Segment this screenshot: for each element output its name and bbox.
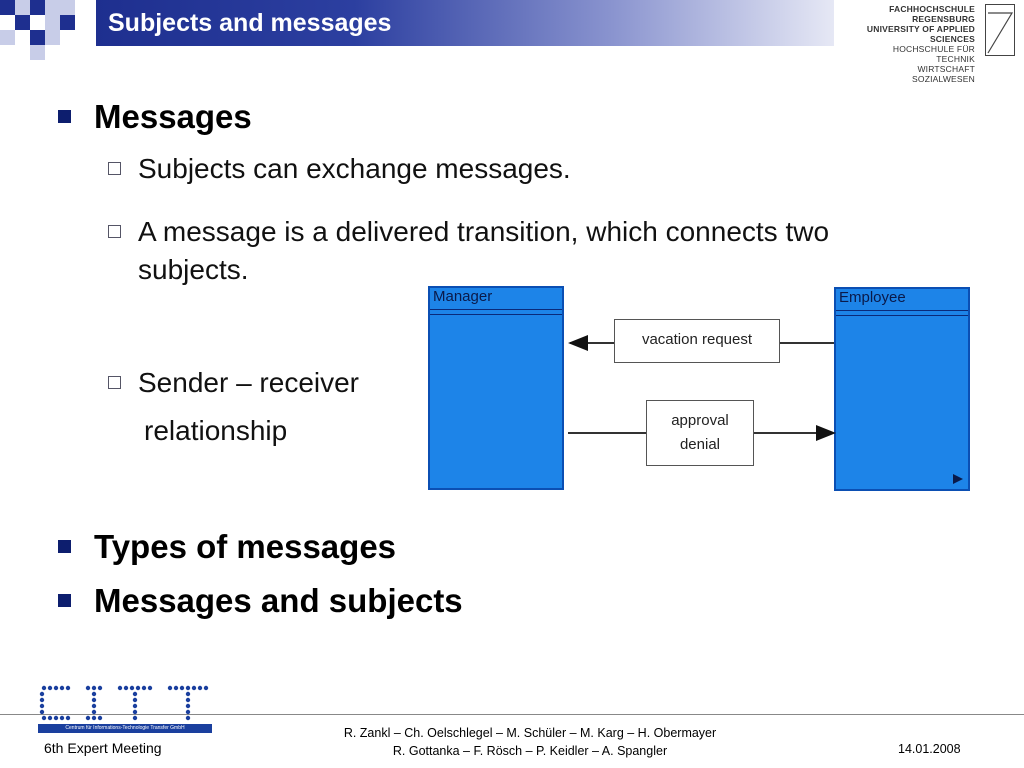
bullet-square-icon	[58, 540, 71, 553]
bullet-messages: Messages	[58, 98, 252, 136]
bullet-box-icon	[108, 162, 121, 175]
bullet-messages-and-subjects: Messages and subjects	[58, 582, 463, 620]
arrow-line	[754, 432, 816, 434]
subject-manager: Manager	[428, 286, 564, 490]
university-logo-emblem	[985, 4, 1015, 56]
footer-authors: R. Zankl – Ch. Oelschlegel – M. Schüler …	[343, 726, 717, 758]
arrow-line	[568, 432, 646, 434]
university-logo: FACHHOCHSCHULE REGENSBURG UNIVERSITY OF …	[830, 2, 1015, 84]
bullet-box-icon	[108, 225, 121, 238]
arrow-right-icon	[816, 425, 836, 441]
university-logo-text: FACHHOCHSCHULE REGENSBURG UNIVERSITY OF …	[866, 4, 975, 84]
play-triangle-icon	[953, 474, 963, 484]
footer-date: 14.01.2008	[898, 742, 961, 756]
sub-bullet-transition: A message is a delivered transition, whi…	[108, 213, 968, 289]
arrow-line	[780, 342, 834, 344]
citt-logo-caption: Centrum für Informations-Technologie Tra…	[38, 724, 212, 733]
header-squares-decoration	[0, 0, 75, 60]
arrow-left-icon	[568, 335, 588, 351]
slide-title: Subjects and messages	[108, 9, 392, 37]
footer-divider	[0, 714, 1024, 715]
message-diagram: Manager Employee vacation request approv…	[420, 280, 980, 500]
footer-meeting: 6th Expert Meeting	[44, 740, 162, 756]
bullet-square-icon	[58, 110, 71, 123]
sub-bullet-sender-receiver: Sender – receiver relationship	[108, 364, 359, 450]
bullet-box-icon	[108, 376, 121, 389]
bullet-square-icon	[58, 594, 71, 607]
citt-logo	[39, 685, 209, 721]
sub-bullet-exchange: Subjects can exchange messages.	[108, 150, 571, 188]
bullet-types-of-messages: Types of messages	[58, 528, 396, 566]
subject-employee: Employee	[834, 287, 970, 491]
arrow-line	[570, 342, 614, 344]
message-vacation-request: vacation request	[614, 319, 780, 363]
message-approval-denial: approval denial	[646, 400, 754, 466]
header-bar	[96, 0, 834, 46]
